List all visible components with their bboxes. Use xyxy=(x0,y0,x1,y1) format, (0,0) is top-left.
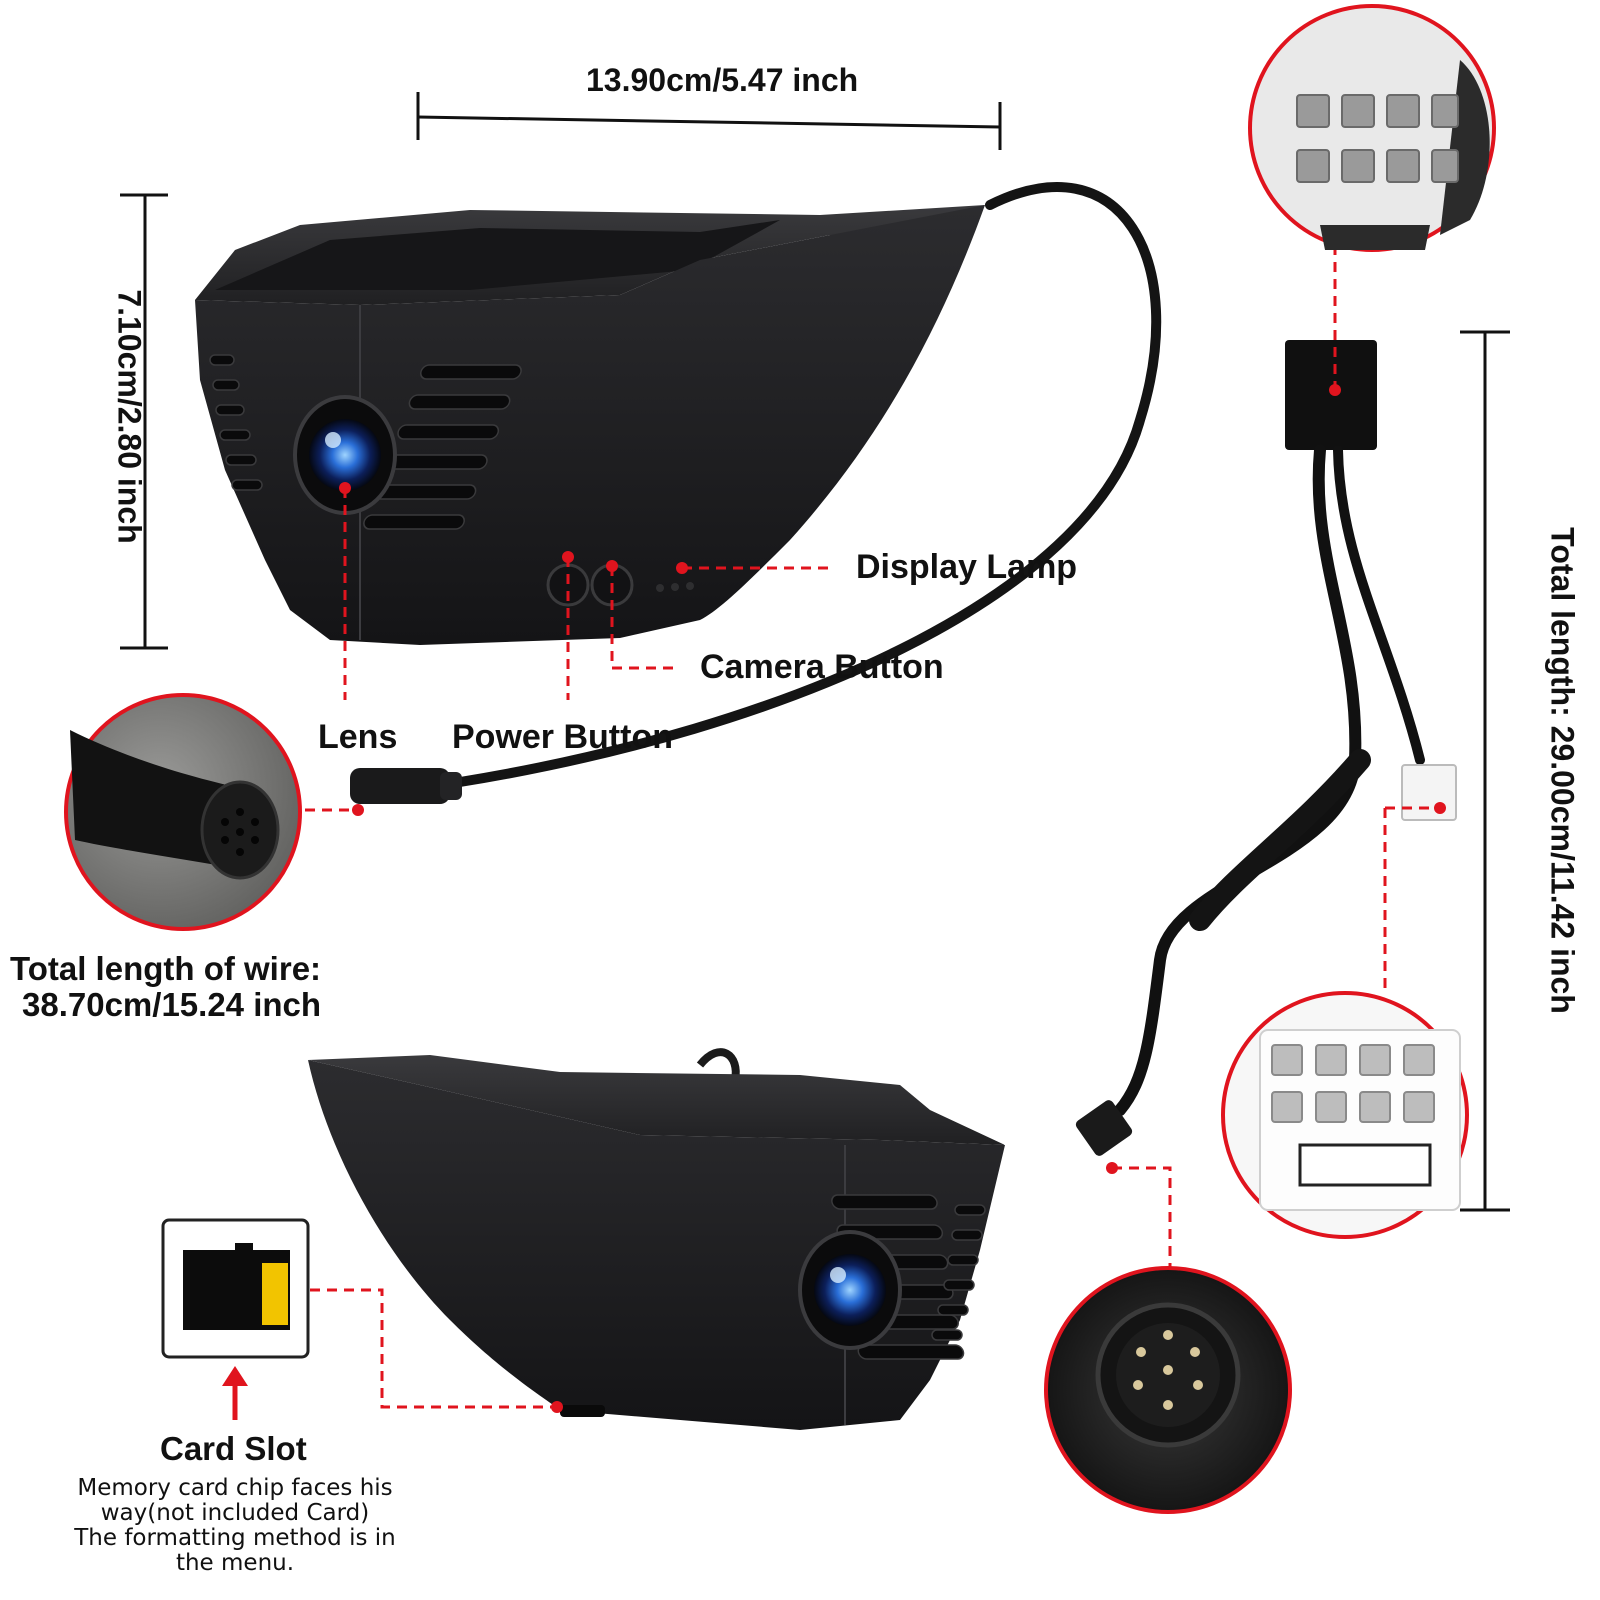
camera-button-label: Camera Button xyxy=(700,648,944,686)
width-dimension-label: 13.90cm/5.47 inch xyxy=(586,62,859,98)
display-lamp-label: Display Lamp xyxy=(856,548,1078,586)
wire-length-line2: 38.70cm/15.24 inch xyxy=(22,986,322,1023)
wiring-harness xyxy=(1075,340,1457,1156)
zoom-connector-white xyxy=(1221,991,1469,1239)
harness-dimension-line xyxy=(1460,330,1510,1212)
sd-card-icon xyxy=(183,1243,290,1330)
dashcam-rear-view xyxy=(308,1048,1005,1430)
power-button-label: Power Button xyxy=(452,718,673,756)
zoom-connector-top xyxy=(1248,4,1496,252)
card-slot-note-line: The formatting method is in xyxy=(74,1525,396,1551)
card-slot-note: Memory card chip faces his way(not inclu… xyxy=(40,1476,430,1576)
card-slot-note-line: Memory card chip faces his xyxy=(77,1475,393,1501)
card-slot-note-line: the menu. xyxy=(175,1550,295,1576)
up-arrow-icon xyxy=(222,1366,248,1420)
height-dimension-label: 7.10cm/2.80 inch xyxy=(111,289,148,544)
callout-lines-top xyxy=(343,488,832,700)
harness-length-label: Total length: 29.00cm/11.42 inch xyxy=(1544,527,1581,1014)
wire-length-line1: Total length of wire: xyxy=(10,950,322,987)
card-slot-note-line: way(not included Card) xyxy=(100,1500,370,1526)
zoom-plug-pins xyxy=(64,693,302,931)
zoom-connector-round xyxy=(1044,1266,1292,1514)
round-connector-plug xyxy=(350,768,462,804)
height-dimension-line xyxy=(120,193,168,650)
card-slot-title: Card Slot xyxy=(160,1430,307,1467)
dashcam-front-view xyxy=(195,182,1162,787)
width-dimension-line xyxy=(416,92,1002,150)
lens-label: Lens xyxy=(318,718,398,756)
